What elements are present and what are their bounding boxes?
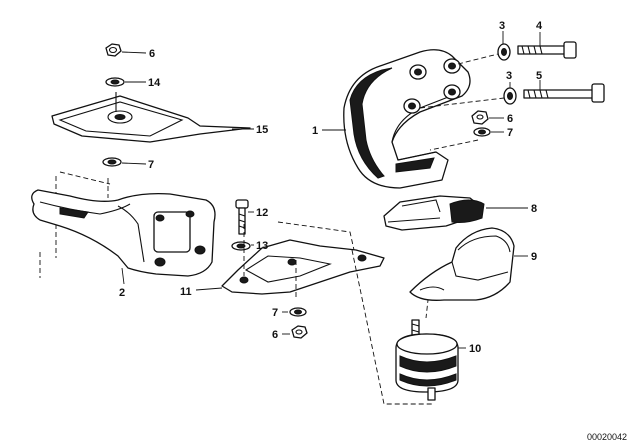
callout-7-right: 7 <box>507 127 513 139</box>
washer-13 <box>231 241 254 251</box>
callout-7-center: 7 <box>272 307 278 319</box>
callout-8: 8 <box>531 203 537 215</box>
nut-6-top <box>105 43 147 57</box>
callout-9: 9 <box>531 251 537 263</box>
callout-3-lower: 3 <box>506 70 512 82</box>
washer-14 <box>105 77 146 87</box>
rubber-mount-10 <box>395 319 466 401</box>
callout-11: 11 <box>180 286 192 298</box>
callout-15: 15 <box>256 124 268 136</box>
engine-bracket-2 <box>31 189 216 285</box>
callout-3-upper: 3 <box>499 20 505 32</box>
callout-6-center: 6 <box>272 329 278 341</box>
mounting-plate-15 <box>51 92 254 143</box>
washer-3-lower <box>503 82 517 105</box>
callout-4: 4 <box>536 20 543 32</box>
callout-6-right: 6 <box>507 113 513 125</box>
callout-12: 12 <box>256 207 268 219</box>
heat-shield-9 <box>409 227 528 301</box>
washer-3-upper <box>497 31 511 61</box>
engine-support-arm-1 <box>322 49 471 189</box>
callout-14: 14 <box>148 77 161 89</box>
washer-7-center <box>282 307 307 317</box>
washer-7-right <box>473 127 504 137</box>
callout-13: 13 <box>256 240 268 252</box>
catalog-number: 00020042 <box>587 432 627 442</box>
washer-7-left <box>102 157 147 167</box>
nut-6-center <box>282 325 308 339</box>
callout-5: 5 <box>536 70 542 82</box>
callout-10: 10 <box>469 343 481 355</box>
bolt-12 <box>235 199 254 235</box>
callout-2: 2 <box>119 287 125 299</box>
support-bracket-11 <box>195 239 385 295</box>
callout-7-left: 7 <box>148 159 154 171</box>
callout-6-top: 6 <box>149 48 155 60</box>
nut-6-right <box>471 110 504 125</box>
bolt-5 <box>523 80 605 103</box>
callout-1: 1 <box>312 125 318 137</box>
bolt-4 <box>517 32 577 59</box>
engine-mount-8 <box>383 195 528 231</box>
